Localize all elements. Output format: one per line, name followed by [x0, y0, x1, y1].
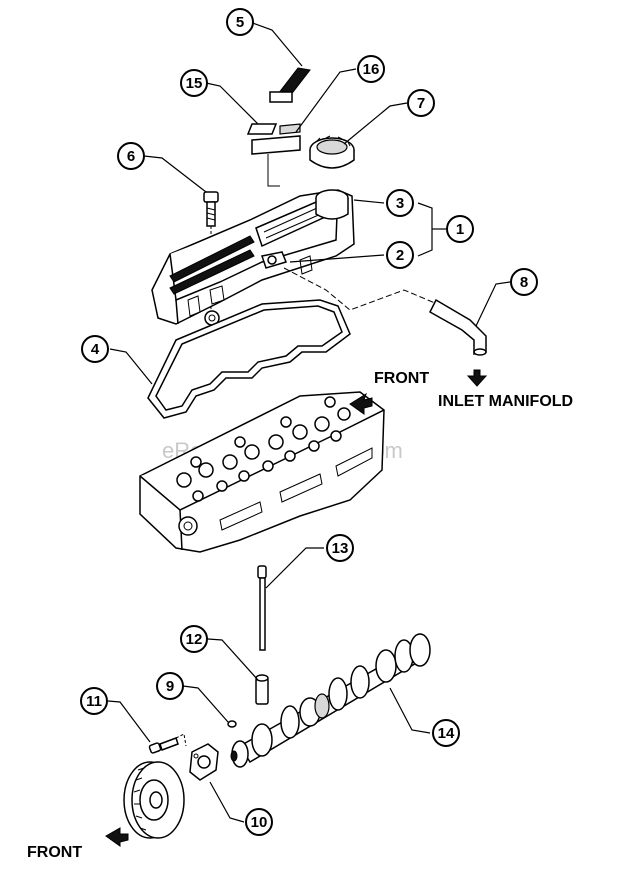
svg-text:11: 11	[86, 693, 102, 710]
front-label-bottom: FRONT	[27, 844, 82, 861]
part-pushrod	[257, 565, 267, 651]
callout-12: 12	[180, 625, 208, 653]
part-cam-gear	[123, 761, 185, 839]
callout-2: 2	[386, 241, 414, 269]
part-cylinder-head	[139, 391, 385, 553]
inlet-manifold-label: INLET MANIFOLD	[438, 393, 573, 410]
svg-text:12: 12	[186, 631, 203, 648]
svg-text:8: 8	[520, 274, 528, 291]
svg-text:10: 10	[251, 814, 268, 831]
part-clip	[269, 67, 311, 103]
svg-text:7: 7	[417, 95, 425, 112]
leader-lines	[107, 21, 511, 823]
svg-text:3: 3	[396, 195, 404, 212]
svg-text:6: 6	[127, 148, 135, 165]
callout-6: 6	[117, 142, 145, 170]
part-valve-cover	[151, 189, 355, 326]
callout-15: 15	[180, 69, 208, 97]
part-oil-cap	[309, 135, 355, 169]
callout-11: 11	[80, 687, 108, 715]
callout-8: 8	[510, 268, 538, 296]
part-gasket	[147, 299, 351, 419]
part-breather-hose	[283, 267, 487, 356]
callout-14: 14	[432, 719, 460, 747]
part-thrust-plate	[189, 743, 219, 781]
front-arrow-bottom	[105, 827, 129, 847]
part-bolt-11	[148, 733, 187, 754]
part-key	[227, 720, 237, 728]
callout-13: 13	[326, 534, 354, 562]
callout-9: 9	[156, 672, 184, 700]
callout-5: 5	[226, 8, 254, 36]
callout-10: 10	[245, 808, 273, 836]
front-label-top: FRONT	[374, 370, 429, 387]
svg-text:2: 2	[396, 247, 404, 264]
callout-1: 1	[446, 215, 474, 243]
head-ports	[176, 396, 351, 502]
svg-text:5: 5	[236, 14, 244, 31]
callout-3: 3	[386, 189, 414, 217]
part-decal	[246, 123, 301, 187]
svg-text:4: 4	[91, 341, 100, 358]
callout-4: 4	[81, 335, 109, 363]
part-camshaft	[230, 633, 431, 768]
callout-16: 16	[357, 55, 385, 83]
svg-text:9: 9	[166, 678, 174, 695]
inlet-manifold-arrow	[466, 369, 488, 387]
front-arrow-top	[349, 392, 373, 415]
svg-text:16: 16	[363, 61, 380, 78]
svg-text:1: 1	[456, 221, 464, 238]
svg-text:15: 15	[186, 75, 203, 92]
callout-7: 7	[407, 89, 435, 117]
svg-text:13: 13	[332, 540, 349, 557]
svg-text:14: 14	[438, 725, 455, 742]
